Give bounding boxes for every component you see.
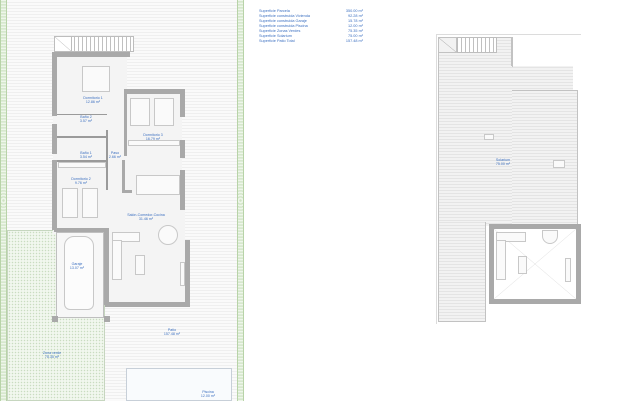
- partition-bano1: [57, 136, 107, 138]
- pool: [126, 368, 232, 401]
- wall-d3-top: [124, 89, 184, 94]
- pergola-diagonal: [54, 36, 72, 52]
- wall-inner-kitchen-b: [122, 190, 132, 193]
- upper-coffee-table: [518, 256, 527, 274]
- roof-stair-diagonal: [438, 37, 457, 53]
- wall-inner-kitchen: [122, 160, 125, 190]
- wall-left-3: [52, 160, 57, 230]
- wardrobe-dormitorio-3: [128, 140, 180, 146]
- wall-left: [52, 52, 57, 116]
- bed-dormitorio-1: [82, 66, 110, 92]
- partition-bano2: [57, 114, 107, 115]
- car-icon: [64, 236, 94, 310]
- solarium-step-line-h: [512, 37, 513, 67]
- roof-stairs: [457, 37, 497, 53]
- partition-vertical: [106, 130, 108, 190]
- garage-post-left: [52, 316, 58, 322]
- upper-sofa: [496, 232, 526, 242]
- wall-top: [52, 52, 130, 57]
- wall-right-mid: [180, 140, 185, 158]
- wall-d3-right: [180, 89, 185, 117]
- kitchen-counter: [136, 175, 180, 195]
- garage-post-right: [104, 316, 110, 322]
- dining-table: [158, 225, 178, 245]
- skylight-2: [553, 160, 565, 168]
- wall-right-bottom: [185, 240, 190, 306]
- tv-unit: [180, 262, 185, 286]
- right-hedge: [237, 0, 244, 401]
- bed-dormitorio-2-b: [82, 188, 98, 218]
- wall-left-2: [52, 124, 57, 154]
- upper-tv: [565, 258, 571, 282]
- partition-dorm2: [57, 160, 107, 162]
- wall-right-low: [180, 170, 185, 210]
- left-hedge: [0, 0, 7, 401]
- coffee-table: [135, 255, 145, 275]
- wall-bottom: [105, 302, 190, 307]
- upper-table: [542, 230, 558, 244]
- sofa-l: [112, 232, 140, 242]
- bed-dormitorio-2-a: [62, 188, 78, 218]
- upper-sofa-side: [496, 240, 506, 280]
- wardrobe-dormitorio-2: [58, 162, 106, 168]
- bed-dormitorio-3-b: [154, 98, 174, 126]
- skylight-1: [484, 134, 494, 140]
- solarium-lower: [438, 222, 486, 322]
- wall-living-top: [54, 228, 109, 232]
- solarium-right-extension: [512, 90, 578, 226]
- sofa-l-side: [112, 240, 122, 280]
- bed-dormitorio-3-a: [130, 98, 150, 126]
- wall-inner-d3: [124, 94, 127, 156]
- wall-garage-side: [104, 230, 109, 305]
